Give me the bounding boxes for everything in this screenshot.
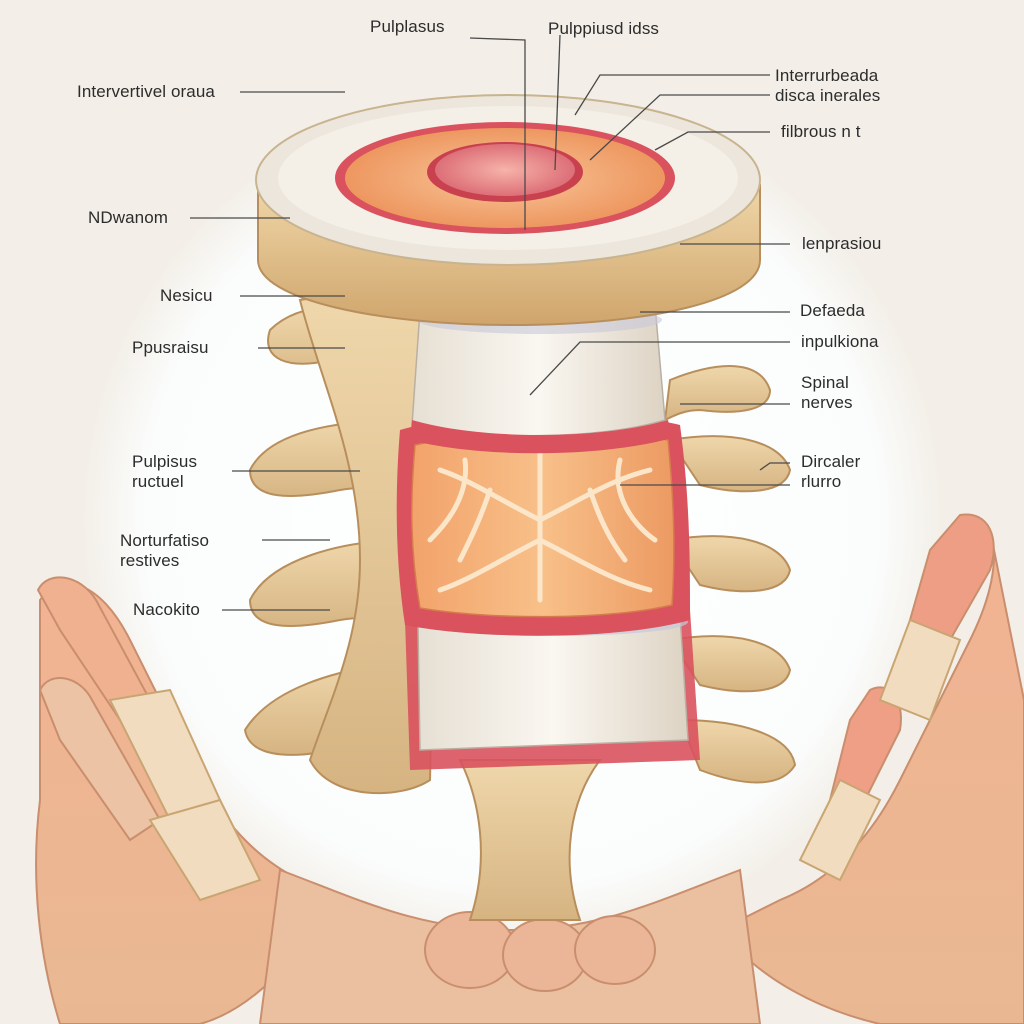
right-hand: [718, 513, 1024, 1024]
leader-lines: [190, 34, 790, 611]
label-spinal-nerves: Spinal nerves: [801, 373, 853, 413]
label-interrurbeada-line1: Interrurbeada: [775, 66, 879, 85]
label-dircaler-line1: Dircaler: [801, 452, 861, 471]
label-ndwanom: NDwanom: [88, 208, 169, 227]
top-intervertebral-disc: [255, 94, 761, 327]
label-filbrous: filbrous n t: [781, 122, 861, 141]
label-inpulkiona: inpulkiona: [801, 332, 879, 351]
label-interrurbeada: Interrurbeada disca inerales: [775, 66, 880, 106]
label-nesicu: Nesicu: [160, 286, 213, 305]
label-intervertivel: Intervertivel oraua: [77, 82, 215, 101]
spinous-stem: [458, 759, 602, 921]
label-pulpisus: Pulpisus ructuel: [132, 452, 197, 492]
label-norturfatiso-line2: restives: [120, 551, 180, 570]
label-dircaler-line2: rlurro: [801, 472, 842, 491]
fingertips: [424, 911, 656, 992]
upper-vertebral-body: [410, 304, 672, 454]
label-nacokito: Nacokito: [133, 600, 200, 619]
label-defaeda: Defaeda: [800, 301, 865, 320]
label-lenprasiou: lenprasiou: [802, 234, 882, 253]
label-norturfatiso: Norturfatiso restives: [120, 531, 209, 571]
label-norturfatiso-line1: Norturfatiso: [120, 531, 210, 550]
label-ppusraisu: Ppusraisu: [132, 338, 209, 357]
label-interrurbeada-line2: disca inerales: [775, 86, 881, 105]
label-spinal-line2: nerves: [801, 393, 853, 412]
label-pulpisus-line2: ructuel: [132, 472, 184, 491]
label-pulppiusd-idss: Pulppiusd idss: [548, 19, 660, 38]
label-pulplasus: Pulplasus: [370, 17, 445, 36]
label-dircaler: Dircaler rlurro: [801, 452, 860, 492]
left-hand: [35, 576, 332, 1024]
label-pulpisus-line1: Pulpisus: [132, 452, 198, 471]
label-spinal-line1: Spinal: [801, 373, 849, 392]
damaged-disc: [396, 414, 690, 636]
